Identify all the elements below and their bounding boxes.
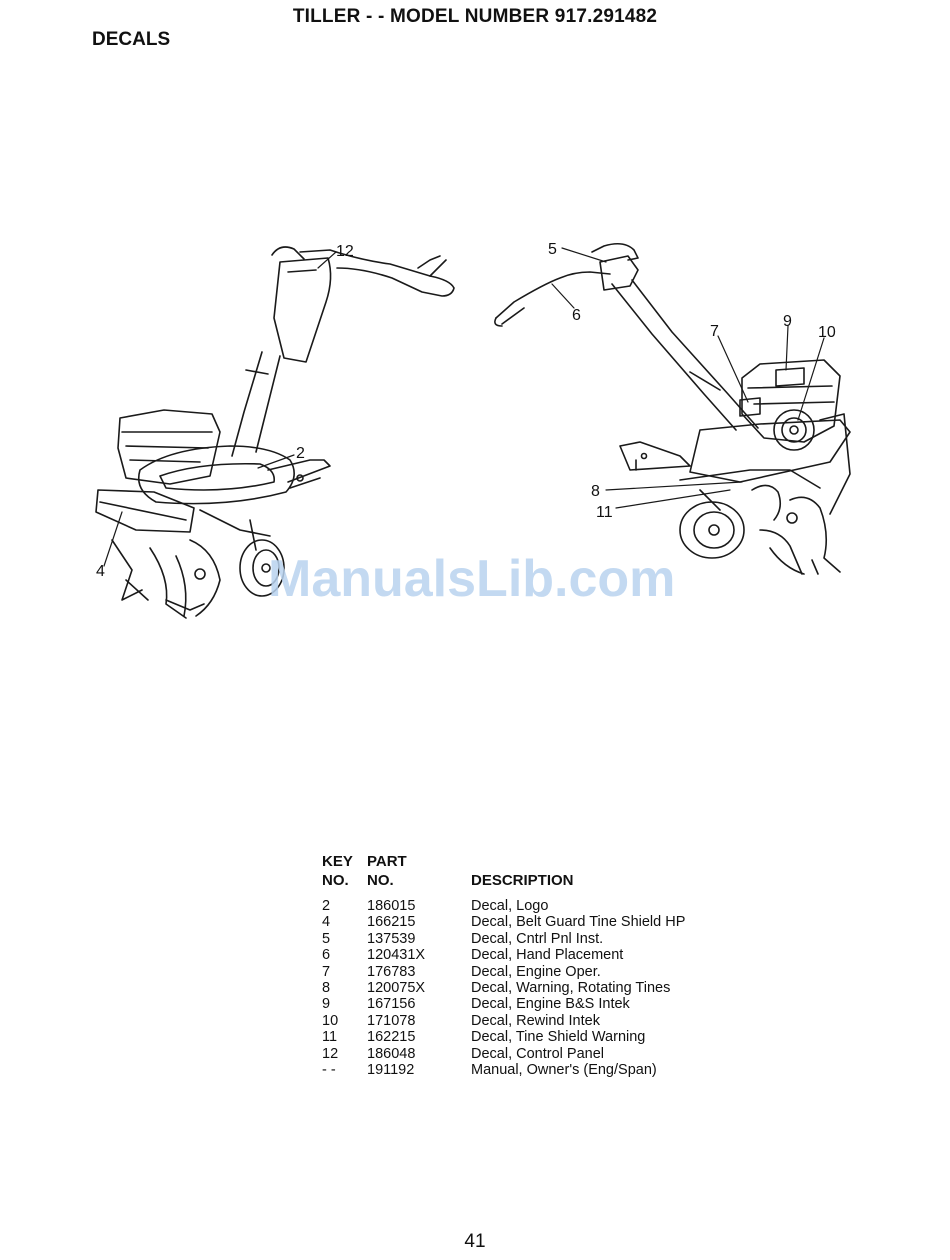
- watermark: ManualsLib.com: [268, 550, 675, 608]
- parts-list-row: 2 186015 Decal, Logo: [322, 898, 685, 914]
- parts-list-row: - - 191192 Manual, Owner's (Eng/Span): [322, 1062, 685, 1078]
- callout-5: 5: [548, 241, 557, 258]
- left-tiller-illustration: [95, 246, 455, 619]
- parts-list-header-row-2: NO. NO. DESCRIPTION: [322, 871, 685, 890]
- callout-11: 11: [596, 504, 613, 521]
- description-cell: Decal, Logo: [471, 898, 549, 914]
- parts-list-row: 11 162215 Decal, Tine Shield Warning: [322, 1029, 685, 1045]
- page-title: TILLER - - MODEL NUMBER 917.291482: [292, 6, 658, 27]
- part-no-cell: 176783: [367, 963, 416, 980]
- description-header: DESCRIPTION: [471, 872, 574, 889]
- description-cell: Decal, Engine B&S Intek: [471, 996, 630, 1013]
- key-no-cell: 4: [322, 914, 331, 931]
- part-no-cell: 171078: [367, 1012, 416, 1029]
- callout-10: 10: [818, 324, 836, 341]
- callout-8: 8: [591, 483, 600, 500]
- parts-list-header-row-1: KEY PART: [322, 852, 685, 871]
- callout-9: 9: [783, 313, 792, 330]
- parts-list-row: 7 176783 Decal, Engine Oper.: [322, 964, 685, 980]
- callout-12: 12: [336, 243, 354, 260]
- callout-6: 6: [572, 307, 581, 324]
- description-cell: Decal, Warning, Rotating Tines: [471, 980, 671, 997]
- parts-list-row: 9 167156 Decal, Engine B&S Intek: [322, 996, 685, 1012]
- part-no-cell: 186048: [367, 1045, 416, 1062]
- key-no-cell: 12: [322, 1045, 339, 1062]
- description-cell: Decal, Hand Placement: [471, 947, 624, 964]
- part-header-line2: NO.: [367, 872, 394, 889]
- parts-list-row: 5 137539 Decal, Cntrl Pnl Inst.: [322, 931, 685, 947]
- part-no-cell: 167156: [367, 996, 416, 1013]
- key-no-cell: - -: [322, 1062, 336, 1079]
- section-heading: DECALS: [92, 29, 171, 50]
- key-header-line1: KEY: [322, 853, 353, 870]
- key-no-cell: 8: [322, 980, 331, 997]
- key-no-cell: 9: [322, 996, 331, 1013]
- page-number: 41: [464, 1231, 486, 1252]
- part-no-cell: 120075X: [367, 980, 426, 997]
- parts-list-row: 6 120431X Decal, Hand Placement: [322, 947, 685, 963]
- parts-list-row: 10 171078 Decal, Rewind Intek: [322, 1013, 685, 1029]
- description-cell: Decal, Tine Shield Warning: [471, 1029, 646, 1046]
- key-no-cell: 10: [322, 1012, 339, 1029]
- description-cell: Decal, Cntrl Pnl Inst.: [471, 930, 604, 947]
- parts-list-row: 8 120075X Decal, Warning, Rotating Tines: [322, 980, 685, 996]
- parts-list-row: 4 166215 Decal, Belt Guard Tine Shield HP: [322, 914, 685, 930]
- description-cell: Decal, Rewind Intek: [471, 1012, 600, 1029]
- right-tiller-illustration: [494, 242, 851, 575]
- callout-7: 7: [710, 323, 719, 340]
- part-no-cell: 137539: [367, 930, 416, 947]
- key-no-cell: 6: [322, 947, 331, 964]
- part-no-cell: 120431X: [367, 947, 426, 964]
- part-no-cell: 186015: [367, 898, 416, 914]
- description-cell: Manual, Owner's (Eng/Span): [471, 1062, 657, 1079]
- part-no-cell: 191192: [367, 1062, 415, 1079]
- description-cell: Decal, Engine Oper.: [471, 963, 601, 980]
- parts-list-rows: 2 186015 Decal, Logo 4 166215 Decal, Belt Gua…: [322, 898, 685, 1078]
- parts-list-row: 12 186048 Decal, Control Panel: [322, 1046, 685, 1062]
- key-no-cell: 2: [322, 898, 331, 914]
- key-no-cell: 11: [322, 1029, 338, 1046]
- key-no-cell: 7: [322, 963, 331, 980]
- callout-2: 2: [296, 445, 305, 462]
- part-header-line1: PART: [367, 853, 407, 870]
- key-header-line2: NO.: [322, 872, 349, 889]
- part-no-cell: 162215: [367, 1029, 416, 1046]
- description-cell: Decal, Control Panel: [471, 1045, 604, 1062]
- callout-4: 4: [96, 563, 105, 580]
- description-cell: Decal, Belt Guard Tine Shield HP: [471, 914, 686, 931]
- part-no-cell: 166215: [367, 914, 416, 931]
- key-no-cell: 5: [322, 930, 331, 947]
